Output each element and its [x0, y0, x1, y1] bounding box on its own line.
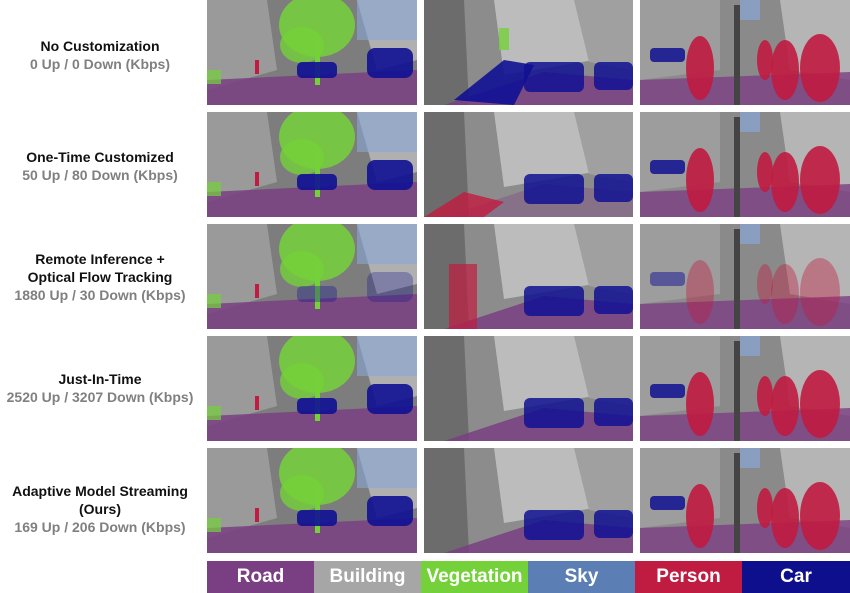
segmentation-tile-just-in-time-2: [424, 336, 633, 441]
row-title-line2: Optical Flow Tracking: [27, 269, 173, 285]
legend-building: Building: [314, 561, 421, 593]
segmentation-tile-one-time-customized-1: [207, 112, 417, 217]
row-bandwidth: 0 Up / 0 Down (Kbps): [30, 56, 170, 72]
segmentation-tile-no-customization-2: [424, 0, 633, 105]
row-label-just-in-time: Just-In-Time 2520 Up / 3207 Down (Kbps): [0, 370, 200, 406]
row-label-one-time-customized: One-Time Customized 50 Up / 80 Down (Kbp…: [0, 148, 200, 184]
segmentation-tile-one-time-customized-2: [424, 112, 633, 217]
row-bandwidth: 50 Up / 80 Down (Kbps): [22, 167, 178, 183]
row-title: One-Time Customized: [26, 149, 174, 165]
segmentation-tile-remote-inference-1: [207, 224, 417, 329]
legend-car: Car: [742, 561, 850, 593]
legend-vegetation: Vegetation: [421, 561, 528, 593]
segmentation-tile-remote-inference-3: [640, 224, 850, 329]
segmentation-tile-adaptive-streaming-3: [640, 448, 850, 553]
row-label-remote-inference: Remote Inference + Optical Flow Tracking…: [0, 250, 200, 304]
segmentation-tile-no-customization-3: [640, 0, 850, 105]
row-label-adaptive-model-streaming: Adaptive Model Streaming (Ours) 169 Up /…: [0, 482, 200, 536]
row-title: Adaptive Model Streaming: [12, 483, 188, 499]
row-title: Just-In-Time: [58, 371, 142, 387]
segmentation-tile-adaptive-streaming-1: [207, 448, 417, 553]
segmentation-tile-just-in-time-3: [640, 336, 850, 441]
legend-road: Road: [207, 561, 314, 593]
row-bandwidth: 2520 Up / 3207 Down (Kbps): [6, 389, 194, 405]
row-label-no-customization: No Customization 0 Up / 0 Down (Kbps): [0, 37, 200, 73]
segmentation-tile-adaptive-streaming-2: [424, 448, 633, 553]
row-title: No Customization: [40, 38, 160, 54]
row-bandwidth: 1880 Up / 30 Down (Kbps): [14, 287, 186, 303]
segmentation-tile-remote-inference-2: [424, 224, 633, 329]
segmentation-tile-just-in-time-1: [207, 336, 417, 441]
segmentation-tile-one-time-customized-3: [640, 112, 850, 217]
legend-sky: Sky: [528, 561, 635, 593]
row-bandwidth: 169 Up / 206 Down (Kbps): [14, 519, 186, 535]
row-title: Remote Inference +: [35, 251, 165, 267]
legend-person: Person: [635, 561, 742, 593]
segmentation-tile-no-customization-1: [207, 0, 417, 105]
row-title-line2: (Ours): [79, 501, 121, 517]
